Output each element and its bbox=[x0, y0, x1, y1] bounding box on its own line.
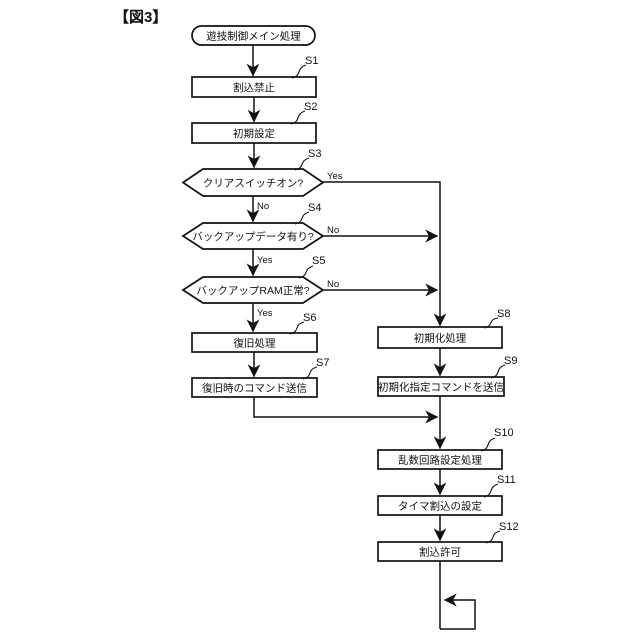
connector-loop-back bbox=[440, 593, 476, 630]
s11-label: タイマ割込の設定 bbox=[398, 500, 482, 513]
s6-leader-line bbox=[289, 321, 305, 335]
s10-step-label: S10 bbox=[494, 427, 514, 439]
s9-label: 初期化指定コマンドを送信 bbox=[378, 381, 504, 394]
s5-yes-label: Yes bbox=[257, 308, 273, 319]
s3-no-label: No bbox=[257, 201, 269, 212]
node-s12-process: 割込許可 S12 bbox=[377, 521, 519, 562]
s11-step-label: S11 bbox=[497, 474, 516, 486]
s6-step-label: S6 bbox=[303, 312, 316, 324]
s5-leader-line bbox=[298, 265, 314, 279]
s7-label: 復旧時のコマンド送信 bbox=[202, 382, 307, 395]
s3-label: クリアスイッチオン? bbox=[203, 178, 303, 190]
s8-box bbox=[377, 326, 503, 349]
figure-title: 【図3】 bbox=[114, 8, 167, 26]
s5-label: バックアップRAM正常? bbox=[196, 284, 309, 297]
s3-hexagon bbox=[181, 168, 325, 197]
s8-leader-line bbox=[483, 317, 499, 329]
s1-leader-line bbox=[291, 64, 307, 79]
s5-no-label: No bbox=[327, 279, 339, 290]
s2-leader-line bbox=[290, 110, 306, 125]
s11-leader-line bbox=[483, 483, 499, 498]
node-s8-process: 初期化処理 S8 bbox=[377, 308, 510, 349]
s10-box bbox=[377, 449, 503, 470]
node-s11-process: タイマ割込の設定 S11 bbox=[377, 474, 516, 516]
connector-s3-yes-s8 bbox=[323, 181, 447, 327]
branch-labels: Yes No No Yes No Yes bbox=[257, 171, 343, 319]
s12-leader-line bbox=[485, 530, 501, 544]
node-start-terminal: 遊技制御メイン処理 bbox=[191, 25, 316, 46]
s9-leader-line bbox=[490, 364, 506, 379]
s10-leader-line bbox=[480, 437, 496, 452]
s4-label: バックアップデータ有り? bbox=[192, 230, 313, 243]
s4-yes-label: Yes bbox=[257, 255, 273, 266]
s2-step-label: S2 bbox=[304, 101, 317, 113]
s1-label: 割込禁止 bbox=[233, 81, 275, 94]
s8-label: 初期化処理 bbox=[414, 332, 467, 345]
s3-leader-line bbox=[294, 157, 310, 171]
node-s3-decision: クリアスイッチオン? S3 bbox=[181, 148, 325, 197]
s6-label: 復旧処理 bbox=[234, 337, 276, 350]
s3-yes-label: Yes bbox=[327, 171, 343, 182]
node-s7-process: 復旧時のコマンド送信 S7 bbox=[191, 357, 329, 398]
s2-box bbox=[191, 122, 317, 144]
node-s6-process: 復旧処理 S6 bbox=[191, 312, 318, 353]
node-s5-decision: バックアップRAM正常? S5 bbox=[181, 255, 325, 304]
start-terminal-shape bbox=[191, 25, 316, 46]
s6-box bbox=[191, 332, 318, 353]
s4-step-label: S4 bbox=[308, 202, 321, 214]
s4-hexagon bbox=[181, 222, 325, 250]
s12-label: 割込許可 bbox=[419, 546, 461, 559]
s7-box bbox=[191, 377, 318, 398]
s11-box bbox=[377, 495, 503, 516]
s7-leader-line bbox=[302, 366, 318, 380]
node-s10-process: 乱数回路設定処理 S10 bbox=[377, 427, 514, 470]
s8-step-label: S8 bbox=[497, 308, 510, 320]
s4-no-label: No bbox=[327, 225, 339, 236]
connectors bbox=[246, 44, 476, 630]
connector-s7-junction bbox=[253, 397, 439, 424]
s10-label: 乱数回路設定処理 bbox=[398, 454, 482, 467]
s1-step-label: S1 bbox=[305, 55, 318, 67]
node-s1-process: 割込禁止 S1 bbox=[191, 55, 318, 98]
start-terminal-label: 遊技制御メイン処理 bbox=[206, 30, 301, 43]
s12-box bbox=[377, 541, 503, 562]
node-s4-decision: バックアップデータ有り? S4 bbox=[181, 202, 325, 250]
s9-step-label: S9 bbox=[504, 355, 517, 367]
s5-step-label: S5 bbox=[312, 255, 325, 267]
node-s9-process: 初期化指定コマンドを送信 S9 bbox=[377, 355, 517, 397]
s4-leader-line bbox=[294, 211, 310, 225]
s1-box bbox=[191, 76, 317, 98]
s2-label: 初期設定 bbox=[233, 127, 275, 140]
s9-box bbox=[377, 376, 505, 397]
s7-step-label: S7 bbox=[316, 357, 329, 369]
s5-hexagon bbox=[181, 276, 325, 304]
s12-step-label: S12 bbox=[499, 521, 519, 533]
node-s2-process: 初期設定 S2 bbox=[191, 101, 317, 144]
s3-step-label: S3 bbox=[308, 148, 321, 160]
